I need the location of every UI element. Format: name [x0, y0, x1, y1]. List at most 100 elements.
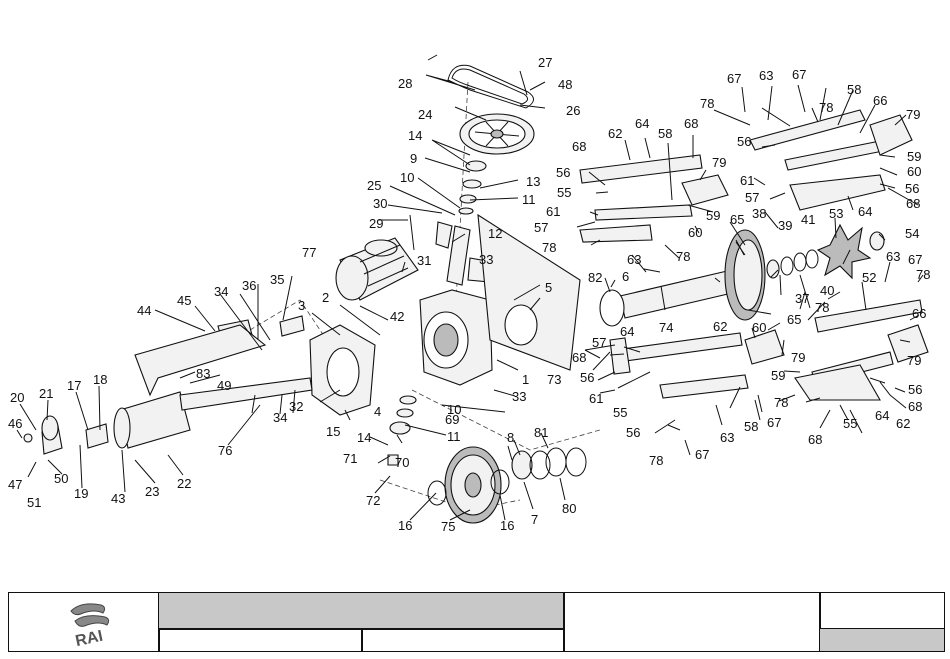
callout-65a: 65 [730, 212, 744, 227]
arm [579, 224, 653, 243]
bracket [435, 221, 453, 249]
callout-56e: 56 [905, 181, 919, 196]
callout-21: 21 [39, 386, 53, 401]
callout-56c: 56 [580, 370, 594, 385]
arm [594, 204, 693, 221]
callout-83: 83 [196, 366, 210, 381]
callout-59c: 59 [771, 368, 785, 383]
callout-63c: 63 [886, 249, 900, 264]
callout-49: 49 [217, 378, 231, 393]
sheet-field [819, 592, 945, 630]
callout-11b: 11 [447, 429, 461, 444]
callout-63a: 63 [759, 68, 773, 83]
callout-41: 41 [801, 212, 815, 227]
callout-10a: 10 [400, 170, 414, 185]
callout-33b: 33 [512, 389, 526, 404]
callout-34a: 34 [214, 284, 228, 299]
callout-34b: 34 [273, 410, 287, 425]
callout-61b: 61 [740, 173, 754, 188]
guide-roller [887, 324, 929, 363]
callout-69: 69 [445, 412, 459, 427]
callout-15: 15 [326, 424, 340, 439]
callout-54: 54 [905, 226, 919, 241]
page-field [819, 628, 945, 652]
callout-16b: 16 [500, 518, 514, 533]
plate [609, 337, 631, 375]
callout-64d: 64 [875, 408, 889, 423]
callout-50: 50 [54, 471, 68, 486]
callout-55c: 55 [843, 416, 857, 431]
callout-22: 22 [177, 476, 191, 491]
callout-67c: 67 [908, 252, 922, 267]
circlip [427, 480, 447, 506]
callout-53: 53 [829, 206, 843, 221]
callout-26: 26 [566, 103, 580, 118]
arm [789, 174, 886, 211]
washer [399, 395, 417, 405]
callout-76: 76 [218, 443, 232, 458]
callout-60a: 60 [688, 225, 702, 240]
callout-64c: 64 [620, 324, 634, 339]
callout-55a: 55 [557, 185, 571, 200]
pulley [459, 113, 535, 155]
callout-39: 39 [778, 218, 792, 233]
sprocket-wheel [724, 229, 766, 321]
callout-58a: 58 [658, 126, 672, 141]
gearbox-housing [419, 213, 581, 386]
roller-tube [113, 377, 313, 449]
ring [529, 450, 551, 480]
callout-19: 19 [74, 486, 88, 501]
callout-68b: 68 [684, 116, 698, 131]
callout-33a: 33 [479, 252, 493, 267]
cover [134, 324, 267, 397]
callout-82: 82 [588, 270, 602, 285]
callout-10b: 10 [447, 402, 461, 417]
plate [794, 364, 881, 401]
callout-68d: 68 [572, 350, 586, 365]
callout-30: 30 [373, 196, 387, 211]
washer [458, 207, 474, 215]
info-field [563, 592, 821, 652]
callout-58c: 58 [744, 419, 758, 434]
logo-cell: RAI [8, 592, 160, 652]
callout-67b: 67 [792, 67, 806, 82]
arm [749, 109, 866, 151]
callout-38: 38 [752, 206, 766, 221]
callout-56b: 56 [737, 134, 751, 149]
callout-60c: 60 [752, 320, 766, 335]
star-coupling [816, 223, 885, 280]
arm [659, 374, 749, 399]
callout-72: 72 [366, 493, 380, 508]
callout-56d: 56 [626, 425, 640, 440]
exploded-assembly-drawing [23, 64, 929, 524]
callout-63d: 63 [720, 430, 734, 445]
callout-62b: 62 [713, 319, 727, 334]
circlip [490, 469, 510, 495]
callout-32: 32 [289, 399, 303, 414]
callout-66a: 66 [873, 93, 887, 108]
subtitle-field-left [158, 628, 363, 652]
callout-40: 40 [820, 283, 834, 298]
callout-37: 37 [795, 291, 809, 306]
callout-74: 74 [659, 320, 673, 335]
callout-23: 23 [145, 484, 159, 499]
ring [545, 447, 567, 477]
callout-16a: 16 [398, 518, 412, 533]
callout-61c: 61 [589, 391, 603, 406]
callout-59a: 59 [706, 208, 720, 223]
callout-2: 2 [322, 290, 329, 305]
callout-66b: 66 [912, 306, 926, 321]
callout-48: 48 [558, 77, 572, 92]
callout-67e: 67 [695, 447, 709, 462]
callout-63b: 63 [627, 252, 641, 267]
callout-1: 1 [522, 372, 529, 387]
callout-56a: 56 [556, 165, 570, 180]
callout-78f: 78 [815, 300, 829, 315]
arm [579, 154, 703, 184]
bearing-stack [766, 249, 819, 279]
callout-79b: 79 [712, 155, 726, 170]
callout-20: 20 [10, 390, 24, 405]
callout-60b: 60 [907, 164, 921, 179]
callout-36: 36 [242, 278, 256, 293]
callout-6: 6 [622, 269, 629, 284]
